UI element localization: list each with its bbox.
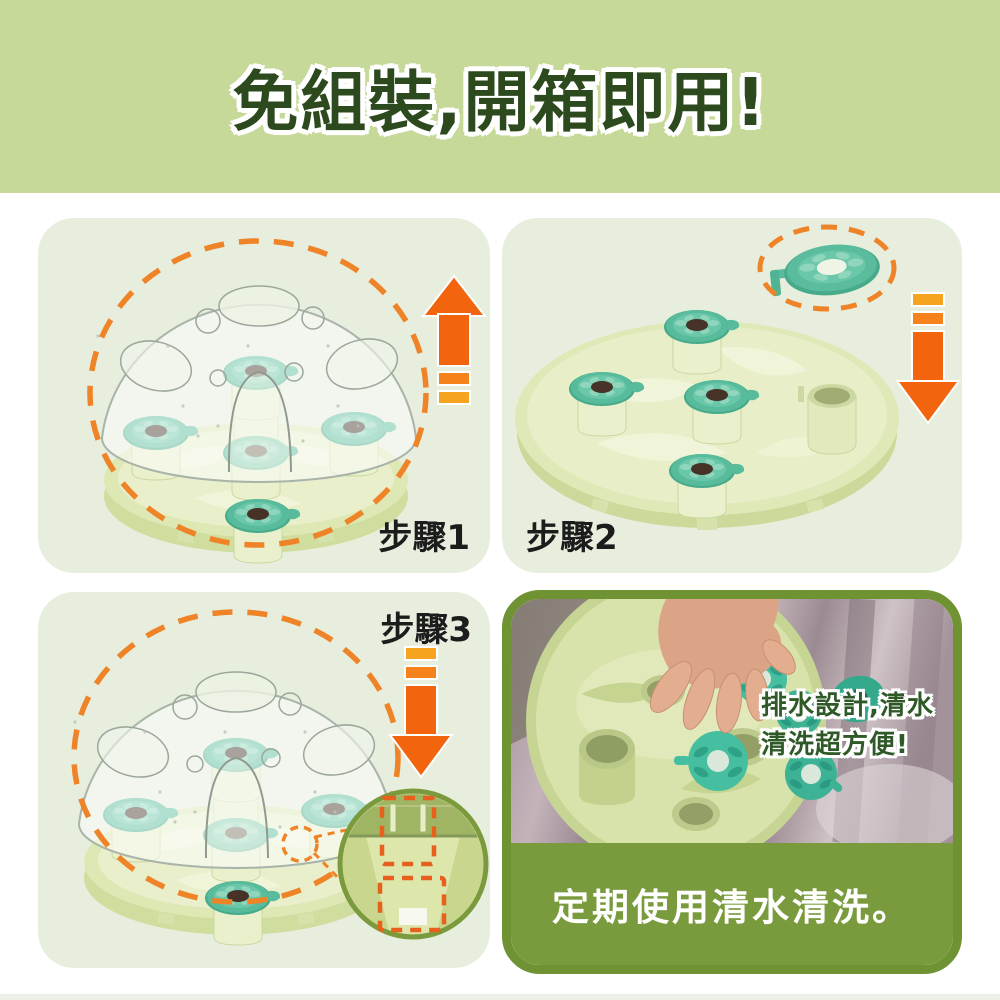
step3-panel: 步驟3 [38,592,490,968]
dashed-detail-rect [377,875,447,933]
step1-illustration [87,238,486,573]
wash-photo: 排水設計,清水 清洗超方便! [511,599,953,843]
dashed-orange-circle-icon [71,609,401,905]
magnifier-connector-line [314,828,347,839]
wash-banner: 定期使用清水清洗。 [511,843,953,965]
step2-panel: 步驟2 [502,218,962,573]
detached-flower-cap [770,244,880,297]
wash-caption-line2: 清洗超方便! [761,730,909,760]
dashed-highlight-small-circle [281,825,319,863]
header-banner: 免組裝,開箱即用! [0,0,1000,193]
page-title: 免組裝,開箱即用! [232,63,768,141]
step2-illustration [515,224,960,530]
dashed-orange-circle-icon [87,238,429,548]
open-cup [579,729,635,805]
hand [649,599,796,734]
step2-label: 步驟2 [526,518,618,558]
step1-panel: 步驟1 [38,218,490,573]
wash-photo-scene [511,599,953,843]
step3-label: 步驟3 [380,610,472,650]
bottom-strip [0,994,1000,1000]
open-cup [798,384,857,455]
wash-caption-line1: 排水設計,清水 [761,691,934,721]
wash-panel: 排水設計,清水 清洗超方便! 定期使用清水清洗。 [502,590,962,974]
step3-illustration [71,609,489,968]
wash-caption: 排水設計,清水 清洗超方便! [761,687,934,765]
dashed-orange-ellipse-icon [757,224,897,312]
magnifier-detail-circle [337,788,489,940]
step1-label: 步驟1 [378,518,470,558]
dashed-detail-rect [379,795,437,867]
